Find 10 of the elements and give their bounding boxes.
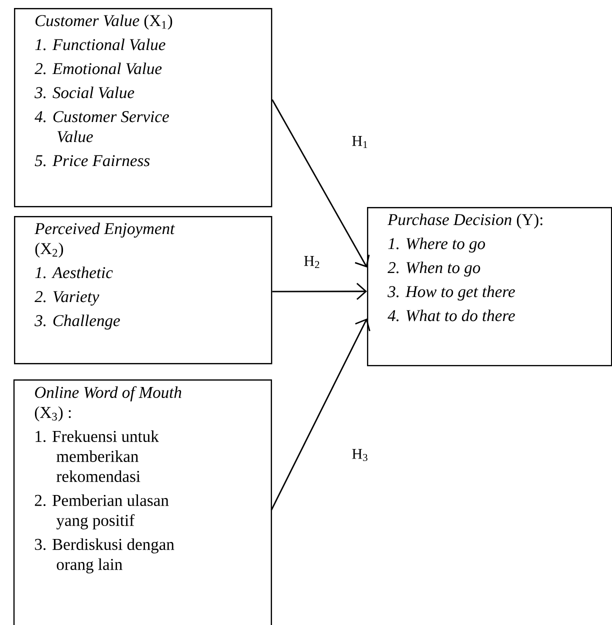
- variable-box: Purchase Decision (Y): 1. Where to go 2. When to go 3. How to get there 4. What to do there: [367, 207, 612, 366]
- arrow: [272, 99, 370, 268]
- edge-label: H$_{2}$: [302, 255, 322, 269]
- arrow: [270, 318, 370, 510]
- variable-box: Customer Value (X$_{1}$) 1. Functional Value 2. Emotional Value 3. Social Value 4. Customer Service Value 5. Price Fairness: [14, 8, 272, 208]
- variable-box: Online Word of Mouth (X$_{3}$) : 1. Frekuensi untuk memberikan rekomendasi 2. Pemberian ulasan yang positif 3. Berdiskusi dengan orang lain: [13, 379, 272, 625]
- arrow: [272, 282, 367, 300]
- edge-label: H$_{1}$: [350, 135, 370, 149]
- variable-box: Perceived Enjoyment (X$_{2}$) 1. Aesthetic 2. Variety 3. Challenge: [14, 216, 272, 364]
- edge-label: H$_{3}$: [350, 448, 370, 462]
